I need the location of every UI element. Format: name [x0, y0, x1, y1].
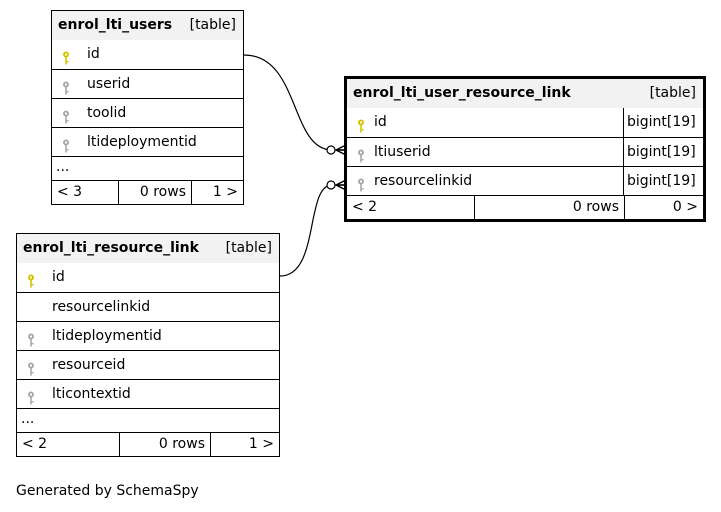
table-name[interactable]: enrol_lti_user_resource_link	[353, 85, 571, 101]
field-name: resourcelinkid	[52, 299, 151, 315]
field-row[interactable]: resourcelinkid bigint[19]	[347, 166, 703, 195]
parents-link[interactable]: < 2	[22, 436, 48, 452]
foreign-key-icon	[27, 387, 35, 405]
foreign-key-icon	[27, 329, 35, 347]
table-header[interactable]: enrol_lti_users [table]	[52, 11, 243, 40]
field-row[interactable]: resourceid	[17, 350, 279, 379]
field-name: id	[374, 114, 387, 130]
field-row[interactable]: resourcelinkid	[17, 292, 279, 321]
field-name: ltideploymentid	[52, 328, 162, 344]
field-row[interactable]: ltideploymentid	[17, 321, 279, 350]
edge-resource-link-to-user-resource-link	[279, 184, 345, 277]
parents-link[interactable]: < 3	[57, 184, 83, 200]
field-row[interactable]: toolid	[52, 98, 243, 127]
table-enrol-lti-user-resource-link[interactable]: enrol_lti_user_resource_link [table] id b…	[344, 76, 706, 222]
field-name: id	[87, 46, 100, 62]
table-type-label: [table]	[649, 85, 696, 101]
table-footer: < 2 0 rows 0 >	[347, 195, 703, 219]
children-link[interactable]: 1 >	[191, 181, 243, 204]
children-link[interactable]: 0 >	[624, 196, 703, 219]
field-name: toolid	[87, 105, 127, 121]
field-type: bigint[19]	[623, 167, 703, 195]
parents-link[interactable]: < 2	[352, 199, 378, 215]
children-link[interactable]: 1 >	[210, 433, 279, 456]
table-name[interactable]: enrol_lti_resource_link	[23, 240, 199, 256]
foreign-key-icon	[357, 145, 365, 163]
table-enrol-lti-users[interactable]: enrol_lti_users [table] id userid toolid lt…	[51, 10, 244, 205]
edge-zero-marker-2	[326, 180, 336, 190]
table-type-label: [table]	[189, 17, 236, 33]
foreign-key-icon	[62, 135, 70, 153]
field-row[interactable]: id bigint[19]	[347, 108, 703, 137]
foreign-key-icon	[27, 358, 35, 376]
edge-zero-marker-1	[326, 145, 336, 155]
row-count: 0 rows	[474, 196, 624, 219]
foreign-key-icon	[62, 106, 70, 124]
table-header[interactable]: enrol_lti_user_resource_link [table]	[347, 79, 703, 108]
row-count: 0 rows	[118, 181, 191, 204]
field-name: resourceid	[52, 357, 126, 373]
field-name: resourcelinkid	[374, 173, 473, 189]
field-type: bigint[19]	[623, 138, 703, 166]
primary-key-icon	[357, 115, 365, 133]
field-name: ltideploymentid	[87, 134, 197, 150]
foreign-key-icon	[357, 174, 365, 192]
more-fields-ellipsis[interactable]: ...	[17, 408, 279, 432]
field-name: userid	[87, 76, 131, 92]
field-row[interactable]: ltiuserid bigint[19]	[347, 137, 703, 166]
generated-by-caption: Generated by SchemaSpy	[16, 483, 199, 499]
field-list: id resourcelinkid ltideploymentid resourcei…	[17, 263, 279, 408]
table-name[interactable]: enrol_lti_users	[58, 17, 173, 33]
more-fields-ellipsis[interactable]: ...	[52, 156, 243, 180]
table-footer: < 3 0 rows 1 >	[52, 180, 243, 204]
table-type-label: [table]	[225, 240, 272, 256]
field-name: ltiuserid	[374, 144, 431, 160]
field-row[interactable]: id	[52, 40, 243, 69]
primary-key-icon	[27, 270, 35, 288]
field-type: bigint[19]	[623, 108, 703, 137]
field-row[interactable]: ltideploymentid	[52, 127, 243, 156]
field-row[interactable]: id	[17, 263, 279, 292]
field-name: lticontextid	[52, 386, 131, 402]
table-header[interactable]: enrol_lti_resource_link [table]	[17, 234, 279, 263]
foreign-key-icon	[62, 77, 70, 95]
field-row[interactable]: lticontextid	[17, 379, 279, 408]
table-footer: < 2 0 rows 1 >	[17, 432, 279, 456]
edge-users-to-user-resource-link	[243, 54, 345, 151]
field-row[interactable]: userid	[52, 69, 243, 98]
primary-key-icon	[62, 47, 70, 65]
field-list: id userid toolid ltideploymentid	[52, 40, 243, 156]
field-name: id	[52, 269, 65, 285]
table-enrol-lti-resource-link[interactable]: enrol_lti_resource_link [table] id resour…	[16, 233, 280, 457]
row-count: 0 rows	[119, 433, 210, 456]
